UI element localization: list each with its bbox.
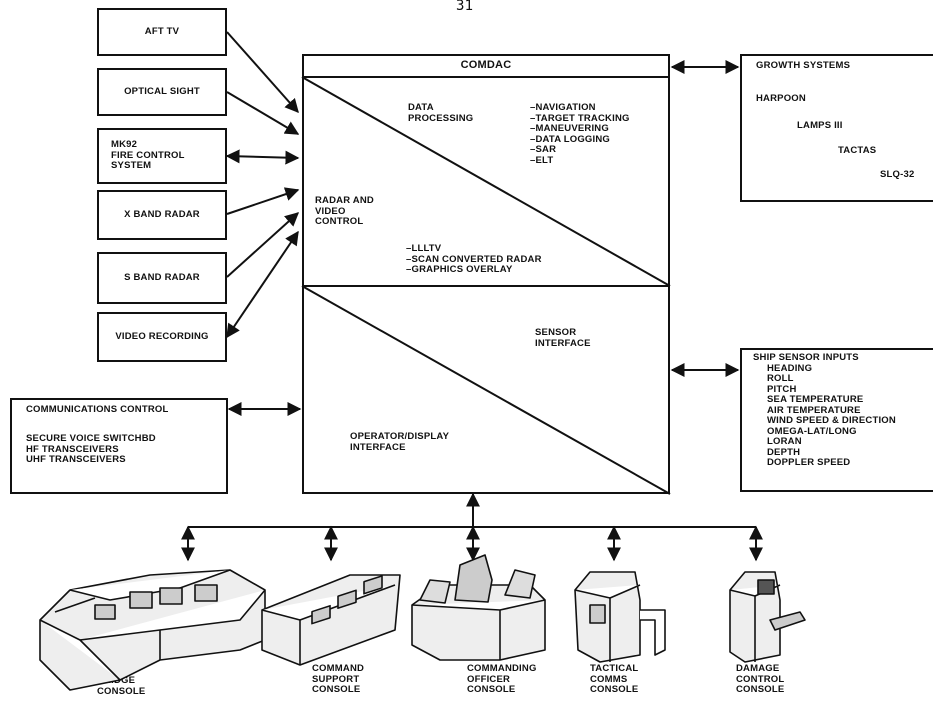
ship-sensor-inputs-title: SHIP SENSOR INPUTS — [753, 352, 859, 363]
label-line: –SAR — [530, 144, 557, 155]
page-number: 31 — [456, 0, 474, 14]
damage-control-console-illustration — [729, 571, 806, 663]
ship-sensor-input-item: PITCH — [767, 383, 797, 395]
arrow-x-band — [226, 187, 300, 215]
input-box-optical-sight: OPTICAL SIGHT — [97, 68, 227, 116]
label-line: COMMAND — [312, 663, 365, 674]
label-line: –GRAPHICS OVERLAY — [406, 264, 513, 275]
input-box-s-band-radar: S BAND RADAR — [97, 252, 227, 304]
label-line: –SCAN CONVERTED RADAR — [406, 253, 542, 265]
ship-sensor-input-item: HEADING — [767, 362, 813, 374]
bridge-console-illustration — [39, 569, 266, 691]
label-line: DATA — [408, 102, 434, 113]
label-line: UHF TRANSCEIVERS — [26, 454, 126, 465]
ship-sensor-input-item: AIR TEMPERATURE — [767, 404, 861, 416]
label-line: CONSOLE — [590, 684, 639, 695]
comdac-box — [302, 54, 670, 494]
radar-video-list: –LLLTV–SCAN CONVERTED RADAR–GRAPHICS OVE… — [406, 243, 542, 276]
communications-control-title: COMMUNICATIONS CONTROL — [26, 404, 169, 415]
label-line: –ELT — [530, 154, 554, 166]
ship-sensor-inputs-box — [740, 348, 933, 492]
input-label: VIDEO RECORDING — [115, 330, 209, 342]
arrow-optical-sight — [226, 91, 300, 135]
ship-sensor-input-item: DEPTH — [767, 446, 801, 458]
label-line: OFFICER — [467, 673, 511, 685]
label-line: FIRE CONTROL — [111, 149, 185, 161]
growth-systems-title: GROWTH SYSTEMS — [756, 60, 851, 71]
command-support-console-illustration — [261, 574, 401, 666]
label-line: VIDEO — [315, 205, 346, 217]
label-line: HF TRANSCEIVERS — [26, 443, 119, 455]
label-line: SENSOR — [535, 327, 577, 338]
comdac-lower-diagonal — [301, 285, 671, 495]
label-line: INTERFACE — [535, 337, 591, 349]
label-line: OPERATOR/DISPLAY — [350, 431, 450, 442]
arrow-aft-tv — [226, 31, 299, 114]
label-line: CONSOLE — [467, 684, 516, 695]
data-processing-list: –NAVIGATION–TARGET TRACKING–MANEUVERING–… — [530, 102, 630, 166]
label-line: CONSOLE — [736, 684, 785, 695]
ship-sensor-input-item: SEA TEMPERATURE — [767, 394, 864, 405]
ship-sensor-input-item: WIND SPEED & DIRECTION — [767, 415, 896, 426]
label-line: COMMANDING — [467, 663, 537, 674]
label-line: CONSOLE — [312, 684, 361, 695]
ship-sensor-input-item: ROLL — [767, 373, 794, 384]
label-line: RADAR AND — [315, 195, 374, 206]
label-line: CONTROL — [315, 216, 364, 227]
label-line: TACTICAL — [590, 663, 639, 674]
commanding-officer-console-illustration — [411, 554, 546, 661]
label-line: INTERFACE — [350, 441, 406, 453]
label-line: CONTROL — [736, 673, 785, 685]
growth-item-slq32: SLQ-32 — [880, 169, 915, 180]
input-box-video-recording: VIDEO RECORDING — [97, 312, 227, 362]
arrow-mk92 — [225, 149, 300, 165]
label-line: MK92 — [111, 139, 138, 150]
label-line: DAMAGE — [736, 663, 780, 674]
input-label: OPTICAL SIGHT — [124, 85, 200, 97]
growth-item-tactas: TACTAS — [838, 145, 877, 156]
label-line: –LLLTV — [406, 243, 442, 254]
input-box-x-band-radar: X BAND RADAR — [97, 190, 227, 240]
ship-sensor-input-item: OMEGA-LAT/LONG — [767, 425, 857, 437]
label-line: SECURE VOICE SWITCHBD — [26, 433, 156, 444]
comdac-title: COMDAC — [460, 59, 512, 71]
communications-control-box — [10, 398, 228, 494]
label-line: SYSTEM — [111, 160, 152, 171]
label-line: PROCESSING — [408, 112, 474, 124]
arrow-s-band — [226, 212, 300, 278]
label-line: COMMS — [590, 673, 628, 685]
label-line: SUPPORT — [312, 673, 360, 685]
input-label: AFT TV — [144, 25, 180, 37]
label-line: –DATA LOGGING — [530, 133, 611, 145]
label-line: –NAVIGATION — [530, 102, 596, 113]
ship-sensor-input-item: DOPPLER SPEED — [767, 457, 851, 468]
tactical-comms-console-illustration — [574, 571, 666, 663]
input-box-aft-tv: AFT TV — [97, 8, 227, 56]
ship-sensor-input-item: LORAN — [767, 436, 802, 447]
input-label: X BAND RADAR — [124, 208, 200, 220]
comdac-upper-diagonal — [301, 76, 671, 287]
arrow-video-rec — [226, 230, 299, 339]
label-line: –TARGET TRACKING — [530, 112, 630, 124]
growth-item-harpoon: HARPOON — [756, 93, 806, 104]
growth-systems-box — [740, 54, 933, 202]
label-line: CONSOLE — [97, 685, 146, 697]
input-label: S BAND RADAR — [124, 271, 200, 283]
growth-item-lamps: LAMPS III — [797, 120, 843, 131]
label-line: –MANEUVERING — [530, 123, 609, 134]
